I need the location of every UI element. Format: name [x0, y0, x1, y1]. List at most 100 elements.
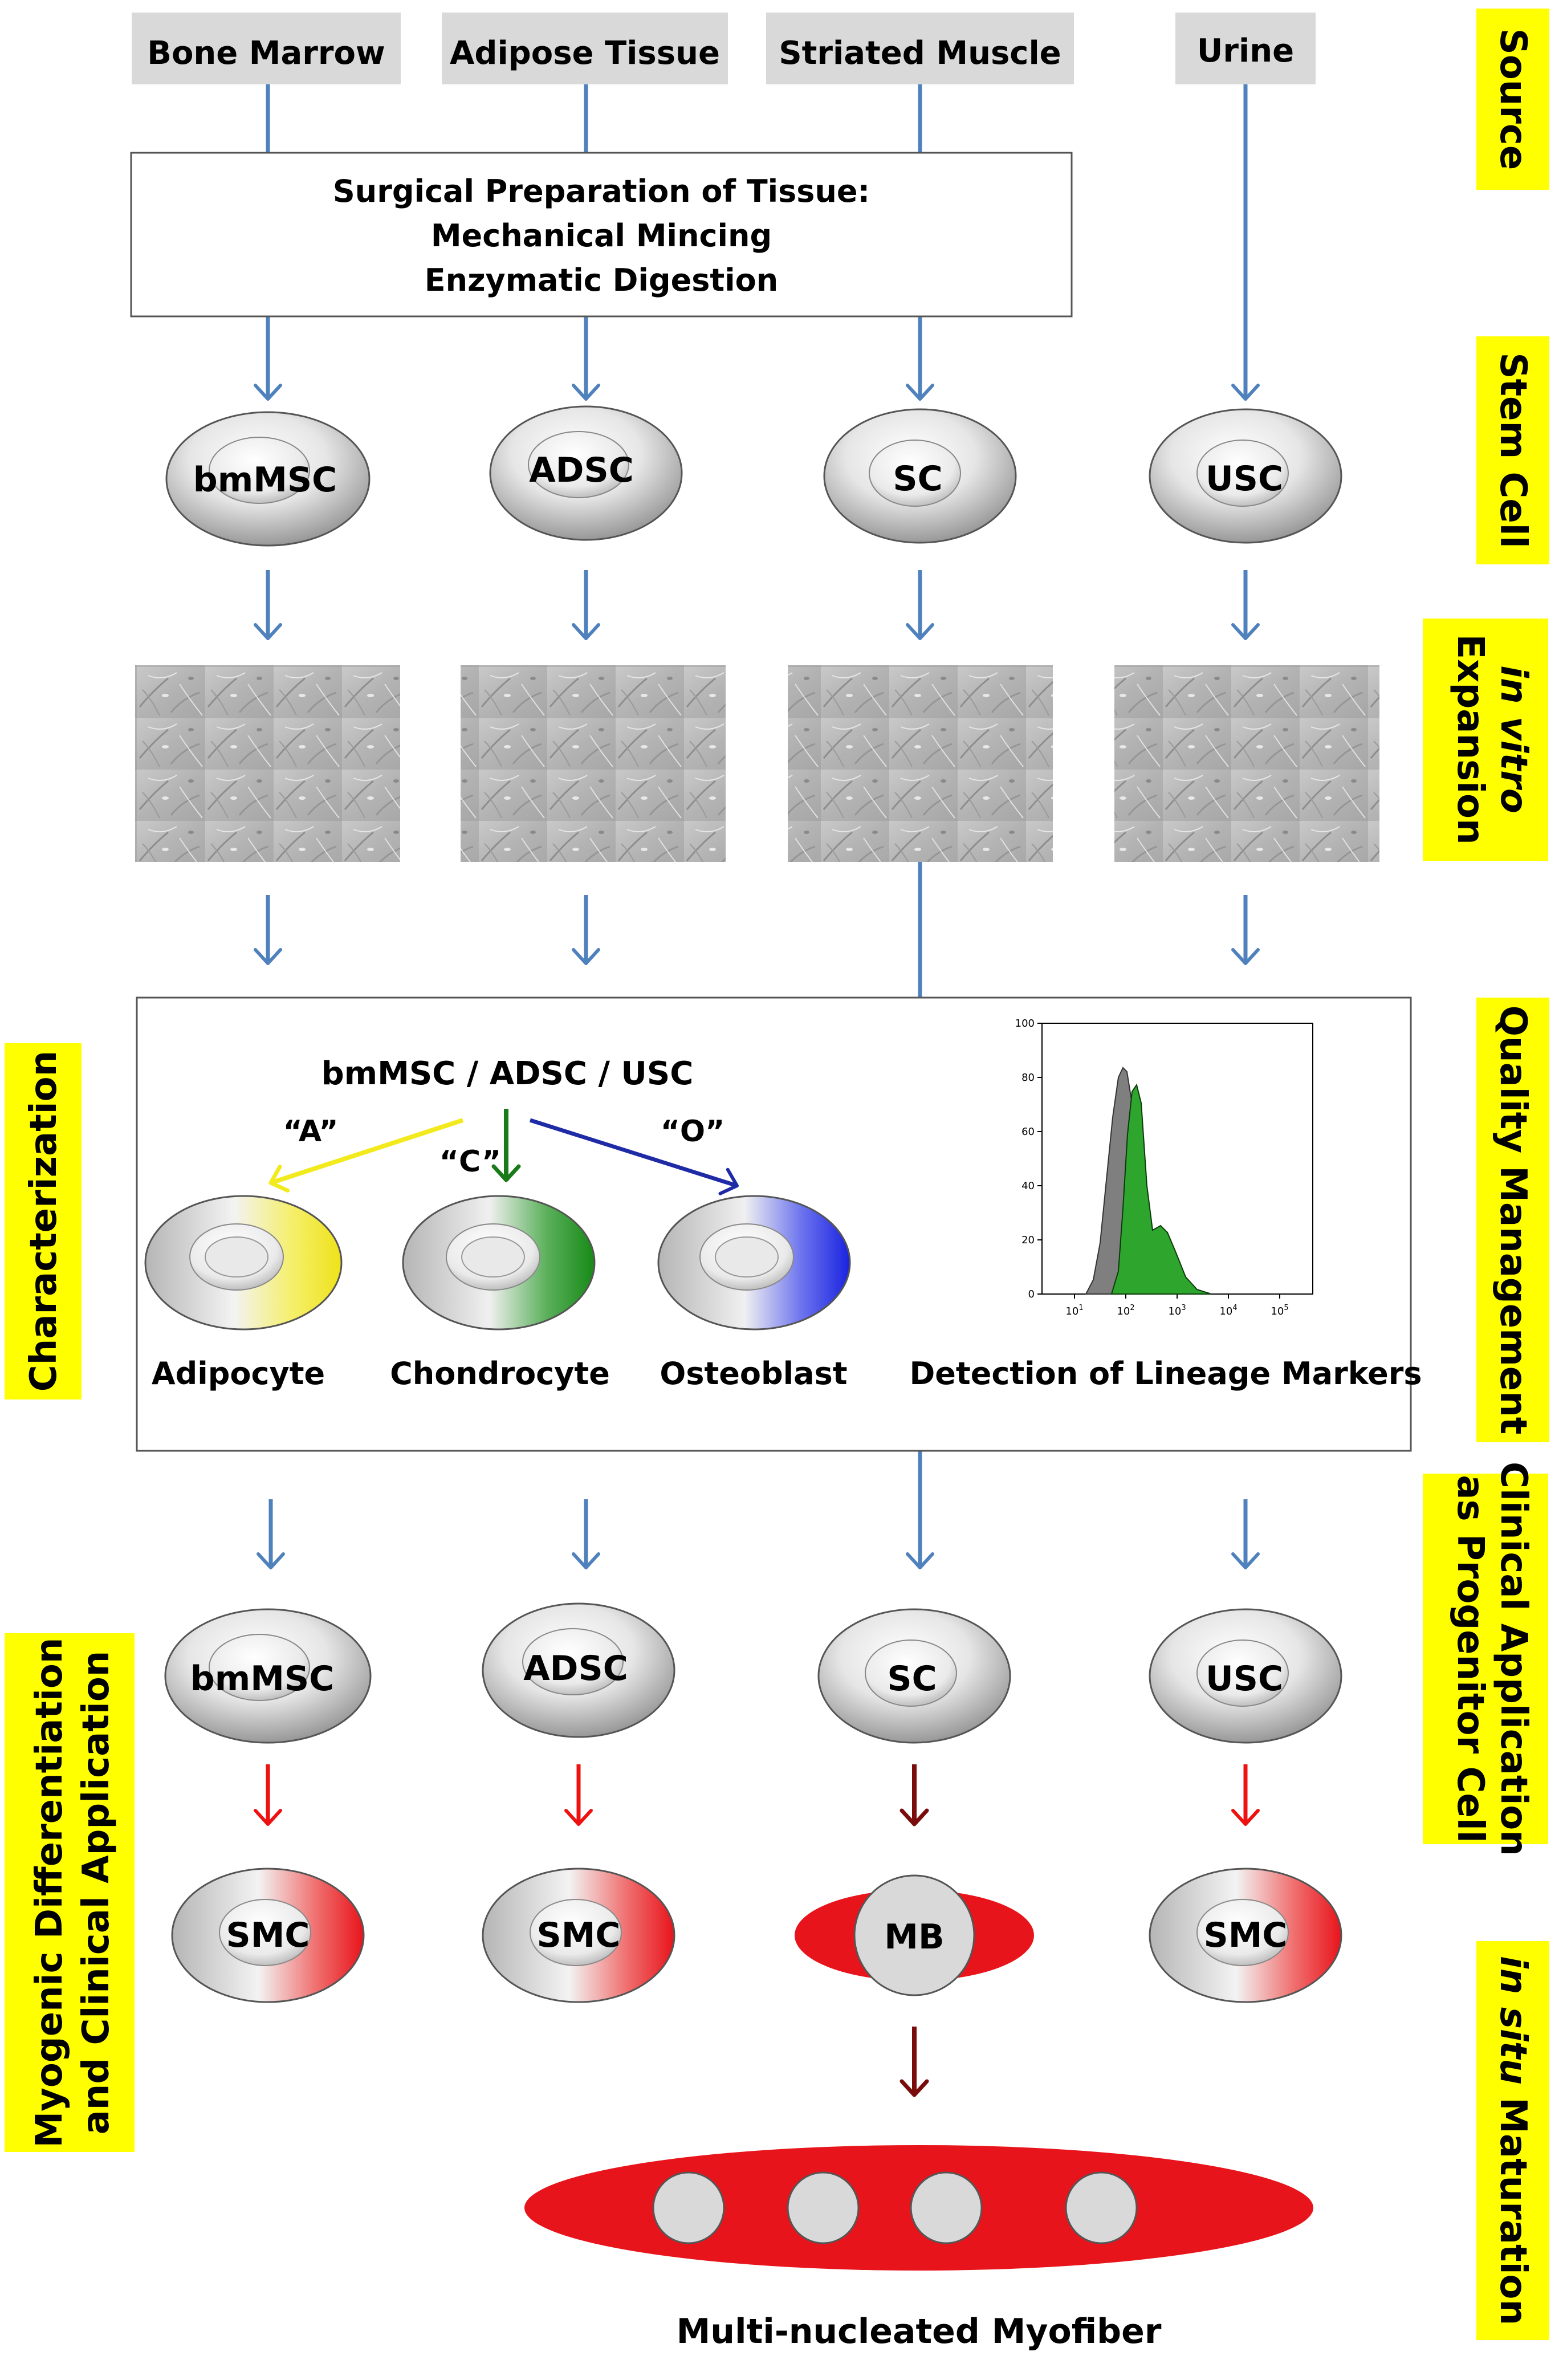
stage-label-stem-cell: Stem Cell	[1492, 352, 1534, 548]
label-osteoblast: Osteoblast	[660, 1356, 847, 1392]
cell-osteoblast	[657, 1195, 851, 1331]
progenitor-label-sc: SC	[887, 1659, 937, 1699]
stage-label-quality: Quality Management	[1492, 1006, 1534, 1435]
smooth-muscle-cell-usc: SMC	[1149, 1868, 1342, 2003]
progenitor-adsc: ADSC	[482, 1602, 675, 1738]
histogram-xtick-2: 102	[1117, 1304, 1134, 1317]
stage-labels-left: Characterization Myogenic Differentiatio…	[5, 1043, 135, 2152]
source-label-adipose: Adipose Tissue	[450, 35, 720, 72]
histogram-ytick-100: 100	[1015, 1018, 1035, 1030]
source-boxes: Bone Marrow Adipose Tissue Striated Musc…	[132, 13, 1316, 84]
stage-label-expansion: Expansion	[1449, 634, 1491, 844]
stem-cell-label-bmmsc: bmMSC	[193, 460, 337, 500]
source-label-bone-marrow: Bone Marrow	[147, 35, 385, 72]
myofiber-label: Multi-nucleated Myofiber	[677, 2312, 1162, 2351]
source-box-adipose	[442, 13, 728, 84]
source-label-striated-muscle: Striated Muscle	[779, 35, 1061, 72]
source-box-striated-muscle	[766, 13, 1074, 84]
myofiber-nucleus-4	[1065, 2171, 1138, 2244]
stem-cell-label-usc: USC	[1206, 459, 1283, 499]
differentiation-arrows	[254, 1764, 1260, 2097]
stage-label-myogenic-2: and Clinical Application	[75, 1651, 117, 2135]
label-chondrocyte: Chondrocyte	[390, 1356, 610, 1392]
progenitor-sc: SC	[817, 1608, 1011, 1744]
stage-label-source: Source	[1492, 29, 1534, 170]
qm-header: bmMSC / ADSC / USC	[321, 1055, 694, 1092]
branch-label-c: “C”	[439, 1145, 501, 1179]
histogram-ytick-40: 40	[1021, 1180, 1035, 1192]
stage-label-clinical-1: Clinical Application	[1492, 1462, 1534, 1856]
label-lineage-markers: Detection of Lineage Markers	[909, 1356, 1422, 1392]
stage-box-source	[1476, 9, 1549, 190]
stage-label-maturation: in situ Maturation	[1492, 1956, 1534, 2325]
stage-box-characterization	[5, 1043, 82, 1399]
histogram-marker-peak	[1110, 1083, 1212, 1295]
myofiber-nucleus-1	[652, 2171, 725, 2244]
stage-label-expansion-italic: in vitro	[1492, 665, 1534, 813]
prep-title: Surgical Preparation of Tissue:	[333, 173, 870, 209]
histogram-ytick-80: 80	[1021, 1072, 1035, 1084]
cell-chondrocyte	[402, 1195, 596, 1331]
micrograph-adsc	[461, 665, 726, 862]
histogram-ytick-60: 60	[1021, 1126, 1035, 1138]
source-box-bone-marrow	[132, 13, 401, 84]
stem-cell-label-adsc: ADSC	[529, 450, 634, 490]
smc-label-adsc: SMC	[537, 1915, 621, 1955]
stage-label-myogenic-1: Myogenic Differentiation	[29, 1638, 71, 2148]
myofiber-nucleus-2	[787, 2171, 860, 2244]
source-box-urine	[1175, 13, 1316, 84]
stage-box-stem-cell	[1476, 336, 1549, 564]
expansion-micrographs	[135, 665, 1379, 862]
arrow-branch-adipocyte	[268, 1118, 464, 1193]
histogram-xtick-1: 101	[1065, 1304, 1083, 1317]
smooth-muscle-cell-adsc: SMC	[482, 1868, 675, 2003]
stem-cell-sc: SC	[823, 408, 1017, 544]
surgical-prep-box: Surgical Preparation of Tissue: Mechanic…	[130, 152, 1073, 318]
differentiated-row: SMC SMC MB SMC	[171, 1868, 1342, 2003]
smc-label-usc: SMC	[1204, 1915, 1288, 1955]
stem-cell-adsc: ADSC	[489, 405, 683, 541]
progenitor-usc: USC	[1149, 1608, 1342, 1744]
label-adipocyte: Adipocyte	[152, 1356, 325, 1392]
source-label-urine: Urine	[1197, 32, 1294, 70]
prep-line-mincing: Mechanical Mincing	[431, 218, 772, 254]
micrograph-sc	[788, 665, 1053, 862]
stage-box-quality	[1476, 998, 1549, 1442]
progenitor-label-adsc: ADSC	[523, 1649, 628, 1689]
progenitor-row: bmMSC ADSC SC USC	[164, 1602, 1342, 1744]
histogram-frame	[1041, 1023, 1313, 1295]
stage-box-expansion	[1423, 619, 1548, 861]
lineage-marker-histogram: 0 20 40 60 80 100 101	[1015, 1018, 1313, 1317]
stem-cell-bmmsc: bmMSC	[165, 411, 371, 547]
stage-label-characterization: Characterization	[23, 1051, 65, 1392]
myoblast-cell: MB	[795, 1874, 1034, 1996]
histogram-xtick-5: 105	[1271, 1304, 1288, 1317]
quality-management-box: bmMSC / ADSC / USC “A” “C” “O” Adipocyte…	[136, 996, 1422, 1452]
prep-line-digestion: Enzymatic Digestion	[425, 262, 778, 298]
stage-box-maturation	[1476, 1941, 1549, 2340]
progenitor-label-usc: USC	[1206, 1659, 1283, 1699]
histogram-xtick-4: 104	[1219, 1304, 1237, 1317]
arrow-branch-osteoblast	[529, 1118, 739, 1195]
micrograph-usc	[1114, 665, 1379, 862]
stage-labels-right: Source Stem Cell in vitro Expansion Qual…	[1423, 9, 1549, 2340]
stem-cell-label-sc: SC	[893, 459, 942, 499]
branch-label-a: “A”	[283, 1114, 338, 1149]
smooth-muscle-cell-bmmsc: SMC	[171, 1868, 365, 2003]
flow-arrows	[254, 84, 1260, 1569]
progenitor-label-bmmsc: bmMSC	[190, 1659, 334, 1699]
branch-label-o: “O”	[661, 1114, 725, 1149]
histogram-ytick-20: 20	[1021, 1234, 1035, 1246]
smc-label-bmmsc: SMC	[226, 1915, 310, 1955]
stem-cell-row: bmMSC ADSC SC USC	[165, 405, 1342, 547]
stage-box-myogenic	[5, 1633, 135, 2152]
mb-label: MB	[884, 1917, 944, 1957]
myofiber-nucleus-3	[910, 2171, 983, 2244]
histogram-ytick-0: 0	[1028, 1288, 1035, 1300]
histogram-xtick-3: 103	[1168, 1304, 1186, 1317]
prep-box-frame	[130, 152, 1073, 318]
myofiber: Multi-nucleated Myofiber	[524, 2145, 1313, 2351]
progenitor-bmmsc: bmMSC	[164, 1608, 372, 1744]
cell-adipocyte	[144, 1195, 343, 1331]
